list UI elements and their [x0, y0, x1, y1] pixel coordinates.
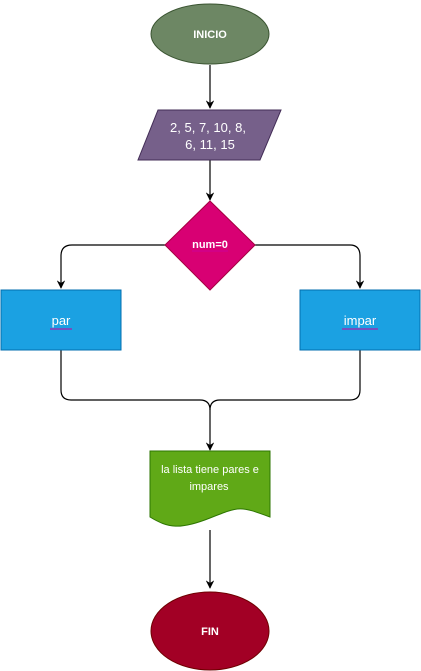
input-data-line2: 6, 11, 15: [185, 137, 235, 152]
output-line1: la lista tiene pares e: [161, 464, 259, 476]
output-line2: impares: [189, 481, 229, 493]
odd-node: impar: [299, 289, 421, 351]
decision-node: num=0: [164, 200, 256, 291]
end-node: FIN: [150, 591, 270, 671]
input-data-line1: 2, 5, 7, 10, 8,: [170, 120, 246, 135]
odd-label: impar: [344, 313, 377, 328]
even-label: par: [52, 313, 71, 328]
edge-decision-to-impar: [254, 244, 365, 289]
even-node: par: [0, 289, 122, 351]
start-label: INICIO: [193, 29, 227, 41]
edges: [56, 65, 365, 589]
input-data-node: 2, 5, 7, 10, 8, 6, 11, 15: [137, 109, 282, 161]
edge-decision-to-par: [56, 244, 166, 289]
start-node: INICIO: [150, 3, 270, 65]
decision-label: num=0: [192, 239, 228, 251]
edge-impar-to-merge: [209, 350, 361, 411]
output-document-node: la lista tiene pares e impares: [149, 450, 271, 527]
end-label: FIN: [201, 626, 219, 638]
edge-par-to-merge: [60, 350, 215, 451]
